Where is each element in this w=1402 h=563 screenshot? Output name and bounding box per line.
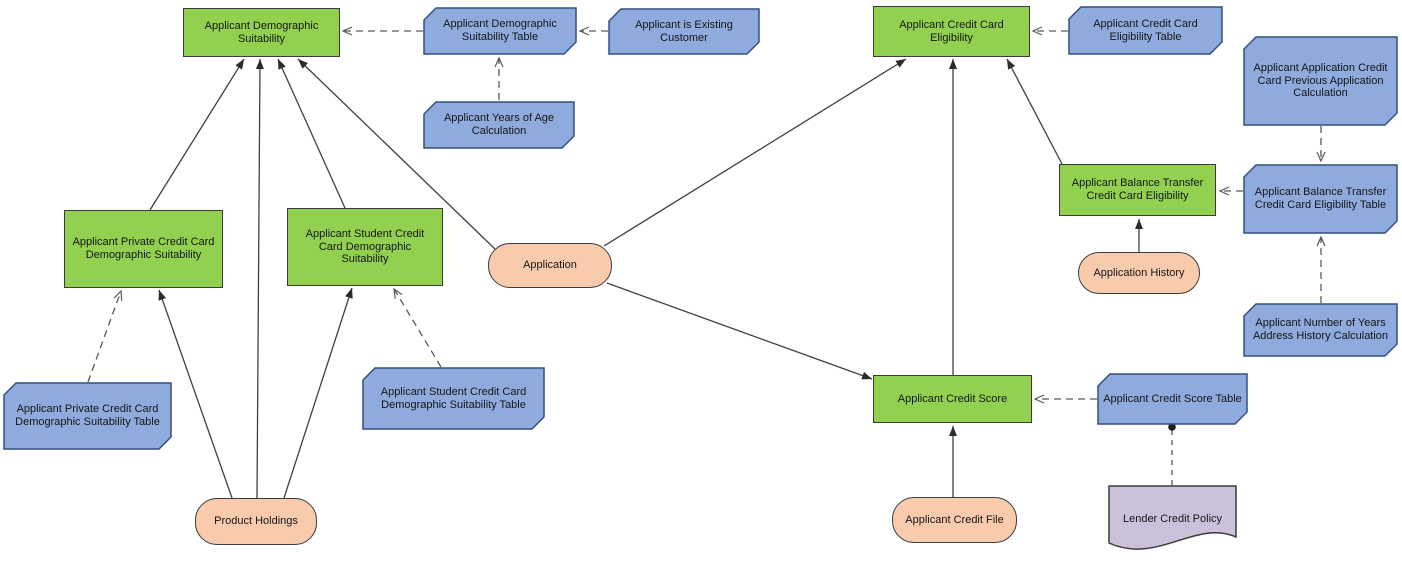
business-knowledge-shape	[1243, 303, 1398, 357]
node-label: Applicant Balance Transfer Credit Card E…	[1071, 177, 1204, 202]
business-knowledge-shape	[608, 8, 760, 55]
edge-application-to-applicant-credit-score	[606, 282, 873, 380]
node-applicant-credit-card-eligibility[interactable]: Applicant Credit Card Eligibility	[873, 6, 1030, 57]
edge-product-holdings-to-applicant-private-credit-card-demographic-suitability	[158, 289, 233, 499]
node-label: Applicant Demographic Suitability	[204, 19, 319, 45]
node-applicant-student-credit-card-demographic-suitability-table[interactable]: Applicant Student Credit Card Demographi…	[362, 367, 545, 430]
node-applicant-credit-card-eligibility-table[interactable]: Applicant Credit Card Eligibility Table	[1068, 6, 1223, 55]
node-applicant-application-credit-card-previous-application-calculation[interactable]: Applicant Application Credit Card Previo…	[1243, 36, 1398, 126]
edge-applicant-balance-transfer-credit-card-eligibility-to-applicant-credit-card-eligibility	[1006, 58, 1063, 165]
node-label: Applicant is Existing Customer	[635, 18, 733, 44]
edge-product-holdings-to-applicant-student-credit-card-demographic-suitability	[283, 287, 353, 499]
node-label: Applicant Student Credit Card Demographi…	[305, 227, 425, 266]
business-knowledge-shape	[423, 101, 575, 149]
node-label: Applicant Private Credit Card Demographi…	[72, 236, 215, 261]
edge-applicant-private-credit-card-demographic-suitability-to-applicant-demographic-suitability	[149, 58, 245, 211]
node-application[interactable]: Application	[488, 243, 612, 288]
node-label: Application	[523, 259, 577, 272]
node-label: Application History	[1093, 266, 1185, 279]
business-knowledge-shape	[3, 382, 172, 450]
edge-applicant-private-credit-card-demographic-suitability-table-to-applicant-private-credit-card-demographic-suitability	[87, 289, 123, 383]
node-label: Lender Credit Policy	[1122, 512, 1223, 525]
node-label: Applicant Application Credit Card Previo…	[1253, 61, 1388, 100]
node-applicant-balance-transfer-credit-card-eligibility-table[interactable]: Applicant Balance Transfer Credit Card E…	[1243, 164, 1398, 234]
node-applicant-credit-score-table[interactable]: Applicant Credit Score Table	[1097, 373, 1248, 425]
node-label: Applicant Credit Score Table	[1103, 392, 1242, 405]
node-label: Applicant Years of Age Calculation	[443, 112, 555, 137]
node-application-history[interactable]: Application History	[1078, 252, 1200, 294]
node-product-holdings[interactable]: Product Holdings	[195, 498, 317, 545]
edge-product-holdings-to-applicant-demographic-suitability	[255, 58, 264, 499]
business-knowledge-shape	[1068, 6, 1223, 55]
business-knowledge-shape	[1097, 373, 1248, 425]
node-label: Applicant Demographic Suitability Table	[443, 18, 557, 43]
edge-application-to-applicant-credit-card-eligibility	[603, 58, 907, 247]
knowledge-source-shape	[1108, 485, 1237, 550]
node-label: Applicant Credit Card Eligibility Table	[1093, 17, 1198, 43]
node-applicant-private-credit-card-demographic-suitability[interactable]: Applicant Private Credit Card Demographi…	[64, 210, 223, 288]
node-applicant-demographic-suitability[interactable]: Applicant Demographic Suitability	[183, 8, 340, 57]
node-applicant-credit-score[interactable]: Applicant Credit Score	[873, 375, 1032, 423]
node-label: Product Holdings	[214, 515, 298, 528]
business-knowledge-shape	[423, 7, 577, 55]
node-applicant-years-of-age-calculation[interactable]: Applicant Years of Age Calculation	[423, 101, 575, 149]
business-knowledge-shape	[1243, 164, 1398, 234]
node-applicant-student-credit-card-demographic-suitability[interactable]: Applicant Student Credit Card Demographi…	[287, 208, 443, 286]
node-label: Applicant Credit Card Eligibility	[899, 18, 1004, 44]
node-label: Applicant Student Credit Card Demographi…	[380, 385, 527, 411]
node-applicant-credit-file[interactable]: Applicant Credit File	[892, 497, 1017, 543]
business-knowledge-shape	[362, 367, 545, 430]
edge-application-to-applicant-demographic-suitability	[297, 58, 496, 250]
node-label: Applicant Number of Years Address Histor…	[1252, 317, 1389, 342]
node-applicant-balance-transfer-credit-card-eligibility[interactable]: Applicant Balance Transfer Credit Card E…	[1059, 164, 1216, 216]
node-applicant-is-existing-customer[interactable]: Applicant is Existing Customer	[608, 8, 760, 55]
node-label: Applicant Balance Transfer Credit Card E…	[1254, 186, 1387, 211]
node-label: Applicant Credit Score	[897, 392, 1008, 405]
edge-applicant-student-credit-card-demographic-suitability-to-applicant-demographic-suitability	[277, 58, 346, 209]
node-lender-credit-policy[interactable]: Lender Credit Policy	[1108, 485, 1237, 553]
node-label: Applicant Private Credit Card Demographi…	[15, 403, 160, 428]
node-applicant-number-of-years-address-history-calculation[interactable]: Applicant Number of Years Address Histor…	[1243, 303, 1398, 357]
edge-applicant-student-credit-card-demographic-suitability-table-to-applicant-student-credit-card-demographic-suitability	[393, 287, 442, 368]
business-knowledge-shape	[1243, 36, 1398, 126]
node-applicant-private-credit-card-demographic-suitability-table[interactable]: Applicant Private Credit Card Demographi…	[3, 382, 172, 450]
node-label: Applicant Credit File	[905, 513, 1004, 526]
node-applicant-demographic-suitability-table[interactable]: Applicant Demographic Suitability Table	[423, 7, 577, 55]
